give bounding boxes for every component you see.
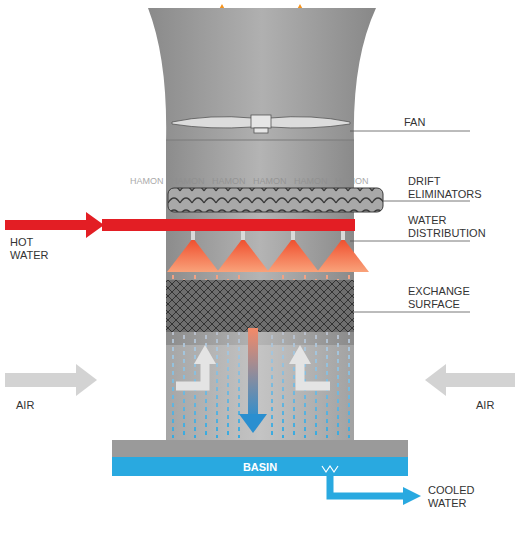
watermark: HAMON [294, 175, 334, 188]
spray-cone [167, 238, 219, 272]
fan-hub [251, 115, 271, 128]
part-label: DRIFT ELIMINATORS [408, 175, 490, 201]
fan-stack [148, 8, 376, 142]
watermark: HAMON [171, 175, 211, 188]
cooled-water-arrowhead [403, 487, 421, 505]
leader-line [383, 201, 470, 202]
node-text: BASIN [243, 461, 277, 473]
flow-label: AIR [16, 399, 56, 412]
nozzle [291, 231, 295, 240]
nozzle [191, 231, 195, 240]
watermark: HAMON [130, 175, 170, 188]
leader-line [350, 131, 470, 132]
spray-cone [267, 238, 319, 272]
air-inlet-arrow [425, 364, 515, 396]
internal-air-arrow [176, 362, 205, 386]
watermark: HAMON [253, 175, 293, 188]
spray-cone [317, 238, 369, 272]
spray-cone [217, 238, 269, 272]
internal-air-arrow [300, 362, 330, 386]
flow-label: HOT WATER [10, 236, 58, 262]
part-label: WATER DISTRIBUTION [408, 214, 498, 240]
water-flow-arrow [248, 328, 258, 416]
fan-blade [172, 117, 252, 128]
leader-line [354, 312, 470, 313]
tower-base [112, 440, 408, 457]
hot-water-arrow [5, 212, 104, 238]
watermark: HAMON [212, 175, 252, 188]
exchange-surface-fill [166, 280, 354, 332]
air-inlet-arrow [5, 364, 97, 396]
internal-air-arrowhead [289, 345, 311, 364]
nozzle [241, 231, 245, 240]
fan-shaft [254, 128, 268, 133]
part-label: FAN [404, 116, 464, 129]
fan-blade [270, 117, 350, 128]
air-inlet-section [166, 345, 354, 440]
flow-label: AIR [476, 399, 516, 412]
water-flow-arrowhead [239, 414, 267, 433]
cooled-water-pipe [330, 470, 405, 496]
basin-band: BASIN [112, 457, 408, 476]
outlet-notch [322, 466, 338, 472]
part-label: EXCHANGE SURFACE [408, 285, 488, 311]
hot-water-pipe [102, 219, 355, 231]
tower-body [166, 140, 354, 345]
basin-water [112, 457, 408, 476]
nozzle [341, 231, 345, 240]
flow-label: COOLED WATER [428, 484, 488, 510]
watermark: HAMON [335, 175, 375, 188]
drift-eliminator-band [168, 188, 383, 212]
leader-line [350, 241, 470, 242]
body-edge [166, 140, 354, 141]
internal-air-arrowhead [194, 345, 216, 364]
